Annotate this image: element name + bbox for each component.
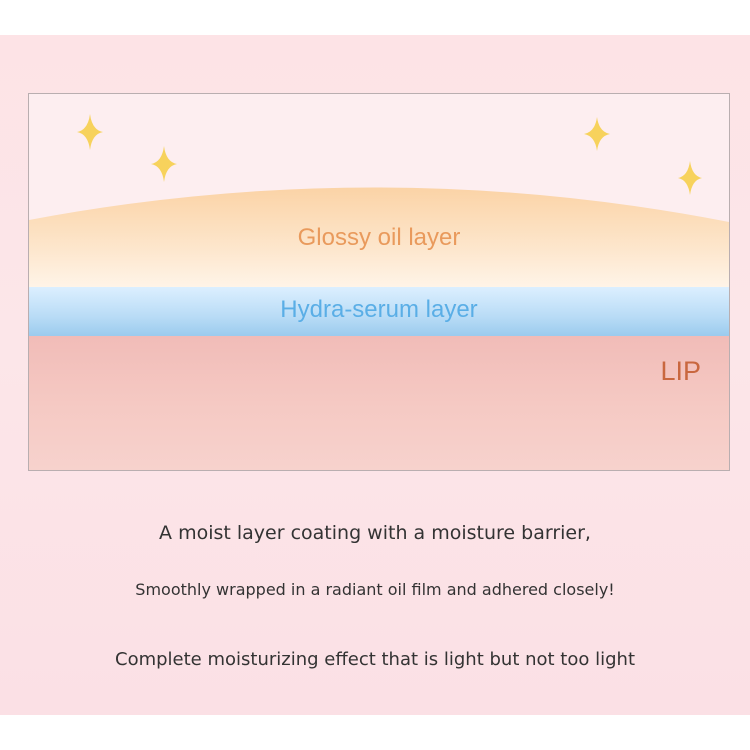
serum-layer — [29, 287, 729, 336]
layer-diagram: Glossy oil layer Hydra-serum layer LIP — [28, 93, 730, 471]
sparkle-icon — [151, 146, 177, 182]
oil-layer — [29, 187, 729, 288]
caption-line-1: A moist layer coating with a moisture ba… — [159, 522, 591, 544]
caption-line-3: Complete moisturizing effect that is lig… — [115, 649, 635, 670]
sparkle-icon — [584, 117, 610, 151]
lip-label: LIP — [660, 356, 701, 386]
caption-line-2: Smoothly wrapped in a radiant oil film a… — [135, 580, 615, 599]
oil-layer-label: Glossy oil layer — [297, 224, 461, 251]
layer-diagram-graphic — [29, 94, 729, 470]
background-panel: Glossy oil layer Hydra-serum layer LIP — [0, 35, 750, 715]
lip-layer — [29, 336, 729, 470]
sparkle-icon — [678, 161, 702, 195]
serum-layer-label: Hydra-serum layer — [280, 296, 478, 323]
sparkle-icon — [77, 114, 103, 150]
